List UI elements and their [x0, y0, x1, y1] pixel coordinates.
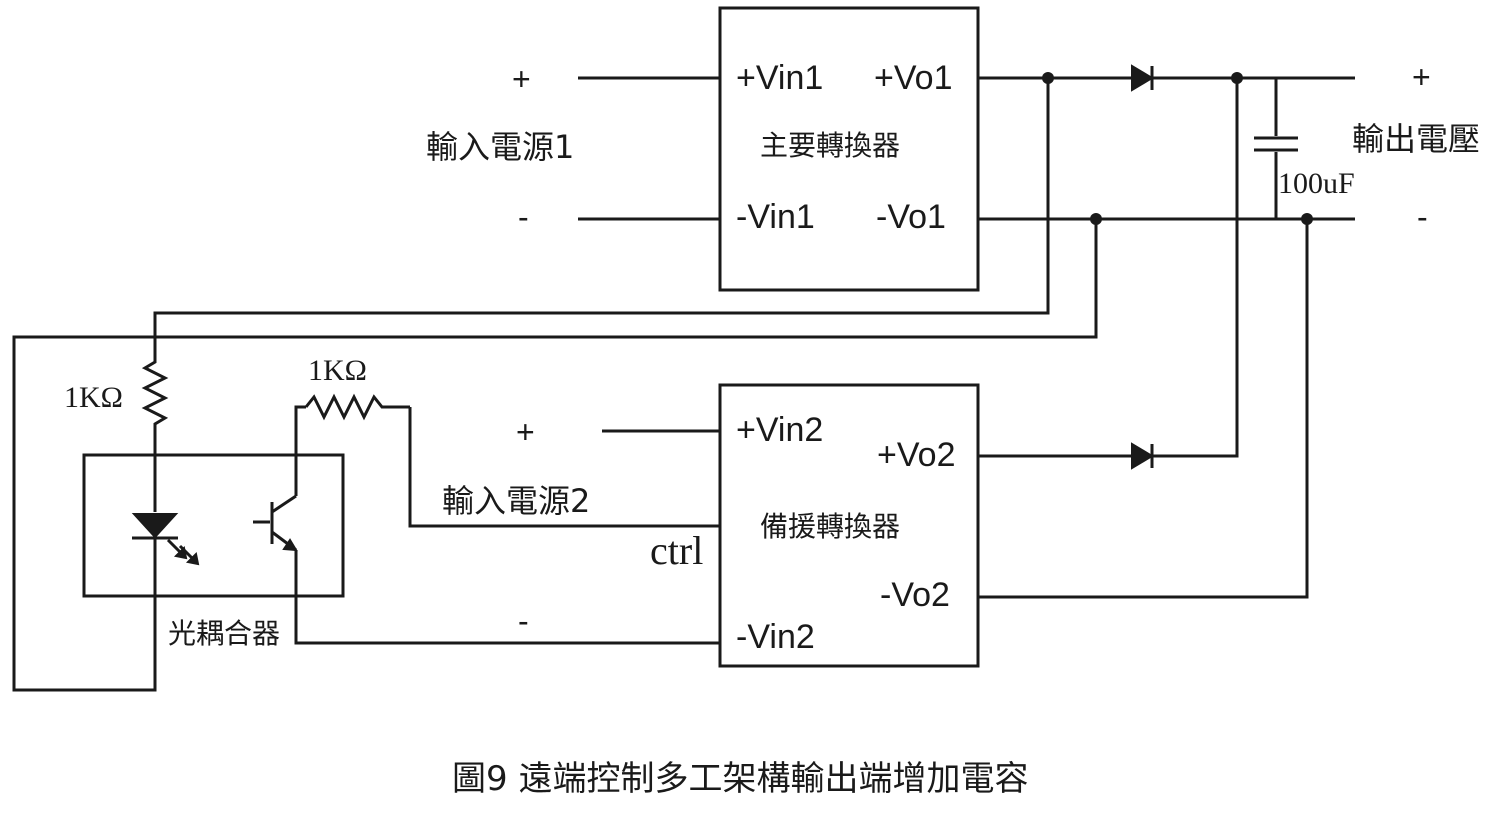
vo2-neg-to-output [978, 219, 1309, 599]
capacitor-value: 100uF [1278, 167, 1355, 200]
diode-main [1131, 64, 1154, 92]
input1-label: 輸入電源1 [426, 128, 574, 166]
optocoupler-box [82, 453, 345, 598]
input1-plus-sign: + [512, 61, 531, 97]
ctrl-wire [408, 407, 720, 528]
collector-wire [294, 405, 306, 496]
backup-vo-pos-pin: +Vo2 [877, 436, 955, 474]
input2-label: 輸入電源2 [442, 482, 590, 520]
vo2-pos-to-output [1152, 78, 1239, 458]
phototransistor-symbol [253, 494, 298, 552]
input1-minus-sign: - [518, 199, 529, 235]
input2-minus-sign: - [518, 603, 529, 639]
output-plus-sign: + [1412, 59, 1431, 95]
resistor-transistor-value: 1KΩ [308, 354, 367, 387]
main-vin-neg-pin: -Vin1 [736, 198, 815, 236]
emitter-wire [294, 550, 720, 645]
backup-converter-box [718, 383, 980, 668]
output-label: 輸出電壓 [1352, 120, 1480, 158]
main-vin-pos-pin: +Vin1 [736, 59, 823, 97]
resistor-transistor [304, 393, 410, 421]
main-vo-pos-pin: +Vo1 [874, 59, 952, 97]
optocoupler-label: 光耦合器 [168, 617, 280, 650]
led-cathode-wire [12, 219, 1098, 692]
backup-converter-title: 備援轉換器 [760, 510, 900, 543]
led-anode-wire [153, 78, 1050, 355]
main-converter-title: 主要轉換器 [760, 129, 900, 162]
capacitor-symbol [1254, 78, 1298, 219]
figure-caption: 圖9 遠端控制多工架構輸出端增加電容 [452, 759, 1028, 799]
backup-vo-neg-pin: -Vo2 [880, 576, 950, 614]
main-converter-box [718, 6, 980, 292]
backup-vin-pos-pin: +Vin2 [736, 411, 823, 449]
led-symbol [131, 513, 200, 566]
backup-ctrl-pin: ctrl [650, 528, 703, 573]
resistor-led-value: 1KΩ [64, 381, 123, 414]
resistor-led [141, 355, 169, 512]
backup-vin-neg-pin: -Vin2 [736, 618, 815, 656]
diode-backup [1131, 442, 1154, 470]
main-vo-neg-pin: -Vo1 [876, 198, 946, 236]
output-minus-sign: - [1417, 199, 1428, 235]
input2-plus-sign: + [516, 414, 535, 450]
